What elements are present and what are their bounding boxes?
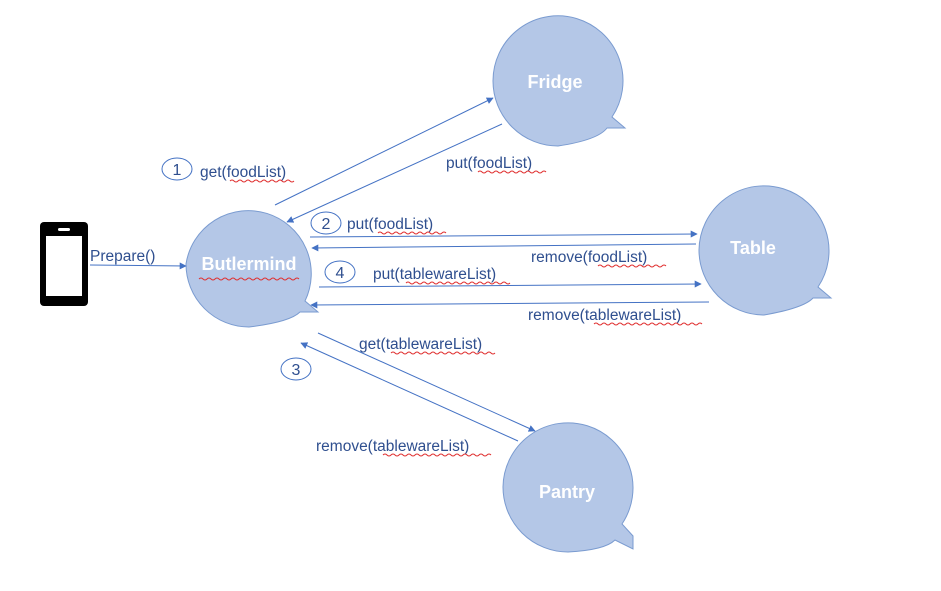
table-label: Table	[730, 238, 776, 258]
step-3-number: 3	[292, 362, 301, 379]
phone-icon	[40, 222, 88, 306]
step-1-number: 1	[173, 162, 182, 179]
label-remove-tablewarelist-pantry: remove(tablewareList)	[316, 438, 469, 455]
label-put-tablewarelist: put(tablewareList)	[373, 266, 496, 283]
pantry-node: Pantry	[502, 422, 634, 553]
step-1: 1	[161, 157, 193, 181]
arrow-put-foodlist-fridge	[286, 123, 503, 223]
label-get-tablewarelist: get(tablewareList)	[359, 336, 482, 353]
arrow-put-tablewarelist	[318, 280, 702, 288]
fridge-label: Fridge	[527, 72, 582, 92]
arrow-get-foodlist	[274, 97, 494, 206]
step-3: 3	[280, 357, 312, 381]
fridge-node: Fridge	[492, 15, 627, 147]
step-4-number: 4	[336, 265, 345, 282]
arrow-remove-tablewarelist-pantry	[300, 342, 519, 442]
fridge-bubble	[492, 15, 627, 147]
butlermind-label: Butlermind	[201, 254, 296, 274]
table-node: Table	[698, 185, 833, 316]
step-4: 4	[324, 260, 356, 284]
label-put-foodlist-fridge: put(foodList)	[446, 155, 532, 172]
label-get-foodlist: get(foodList)	[200, 164, 286, 181]
label-remove-tablewarelist-table: remove(tablewareList)	[528, 307, 681, 324]
step-2-number: 2	[322, 216, 331, 233]
table-bubble	[698, 185, 833, 316]
label-prepare: Prepare()	[90, 248, 155, 265]
label-put-foodlist-table: put(foodList)	[347, 216, 433, 233]
butlermind-bubble	[185, 210, 320, 328]
label-remove-foodlist: remove(foodList)	[531, 249, 647, 266]
spellcheck-squiggles	[198, 170, 703, 457]
arrow-remove-foodlist	[311, 243, 697, 252]
arrows	[89, 97, 710, 442]
arrow-prepare	[89, 262, 187, 270]
arrow-get-tablewarelist	[317, 332, 536, 432]
arrow-remove-tablewarelist-table	[310, 301, 710, 309]
pantry-bubble	[502, 422, 634, 553]
butlermind-node: Butlermind	[185, 210, 320, 328]
pantry-label: Pantry	[539, 482, 595, 502]
step-2: 2	[310, 211, 342, 235]
arrow-put-foodlist-table	[309, 230, 698, 238]
